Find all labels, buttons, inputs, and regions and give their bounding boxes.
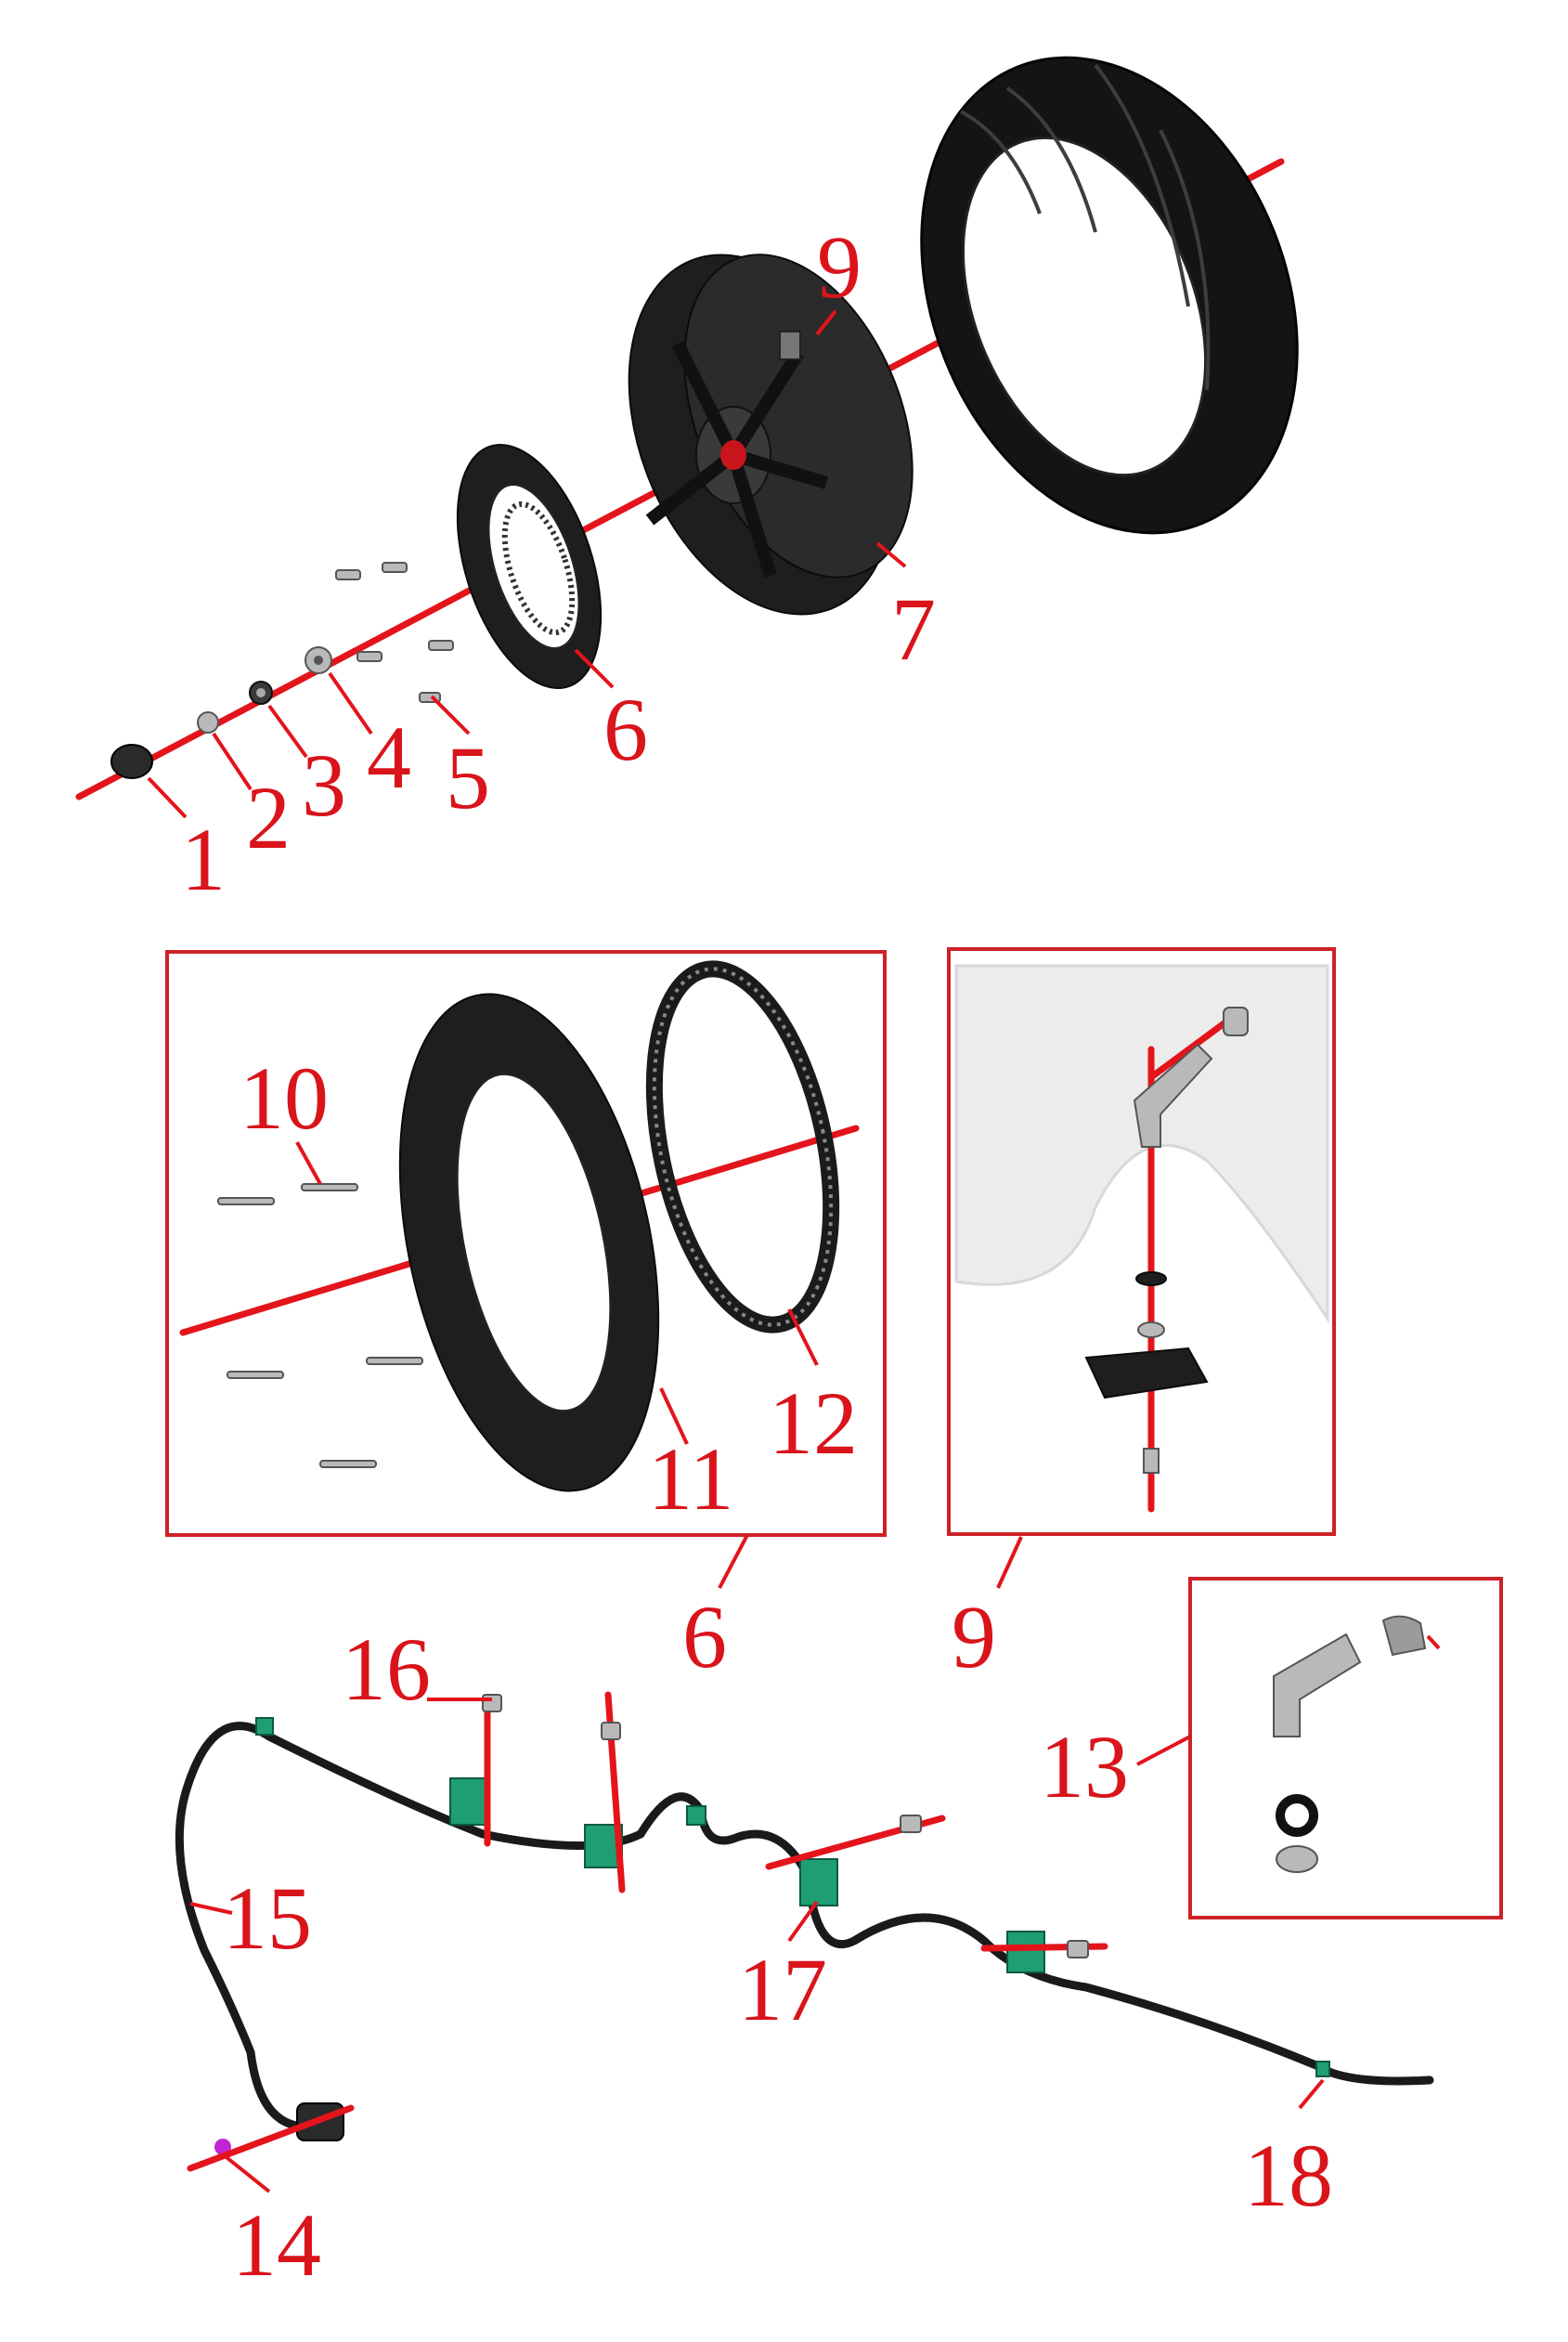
abs-sensor-harness: 16 15 14 17 18 (175, 1620, 1434, 2295)
sensor-head (214, 2102, 344, 2155)
collar-2 (197, 711, 219, 734)
callout-16: 16 (342, 1620, 431, 1719)
callout-5: 5 (446, 728, 490, 827)
rivets (217, 1183, 423, 1468)
valve-stem (1133, 1007, 1249, 1148)
valve-body (1273, 1633, 1362, 1737)
tpms-detail-box: 9 (947, 947, 1336, 1686)
wheel-rim (628, 254, 914, 616)
top-leaders (147, 309, 907, 819)
disc-detail-box: 10 11 12 6 (165, 950, 887, 1686)
sensor-screw (1143, 1448, 1160, 1474)
tpms-sensor (1084, 1347, 1209, 1399)
spacer-4 (305, 646, 332, 674)
callout-13: 13 (1040, 1717, 1129, 1816)
abs-tone-ring (645, 960, 840, 1334)
callout-2: 2 (246, 768, 291, 867)
callout-11: 11 (648, 1429, 733, 1529)
harness-bolts (482, 1694, 1089, 1958)
valve-grommet (1135, 1271, 1167, 1286)
axle-cap-1 (110, 744, 153, 779)
callout-9: 9 (817, 217, 862, 317)
valve-stem-icon (779, 331, 801, 360)
bearing-3 (249, 681, 273, 705)
disc-rotor (398, 993, 660, 1492)
tire (920, 56, 1299, 535)
callout-10: 10 (240, 1048, 329, 1148)
callout-4: 4 (367, 708, 411, 807)
callout-7: 7 (891, 579, 936, 679)
valve-nut (1137, 1321, 1165, 1338)
callout-17: 17 (738, 1940, 827, 2039)
wheel-assembly: 1 2 3 4 5 6 7 9 (75, 56, 1299, 909)
callout-14: 14 (232, 2195, 321, 2295)
valve-cap (1381, 1615, 1427, 1657)
brake-disc (456, 443, 603, 690)
valve-parts-box: 13 (1040, 1577, 1503, 1919)
callout-15: 15 (223, 1868, 312, 1968)
valve-o-ring (1276, 1794, 1318, 1837)
callout-6-detail: 6 (682, 1587, 727, 1686)
valve-hex-nut (1276, 1845, 1318, 1873)
callout-6: 6 (603, 680, 648, 779)
callout-1: 1 (181, 810, 226, 909)
callout-9-detail: 9 (952, 1587, 996, 1686)
callout-3: 3 (302, 735, 346, 835)
callout-18: 18 (1244, 2126, 1333, 2225)
callout-12: 12 (769, 1373, 858, 1473)
disc-bolts (335, 562, 454, 703)
